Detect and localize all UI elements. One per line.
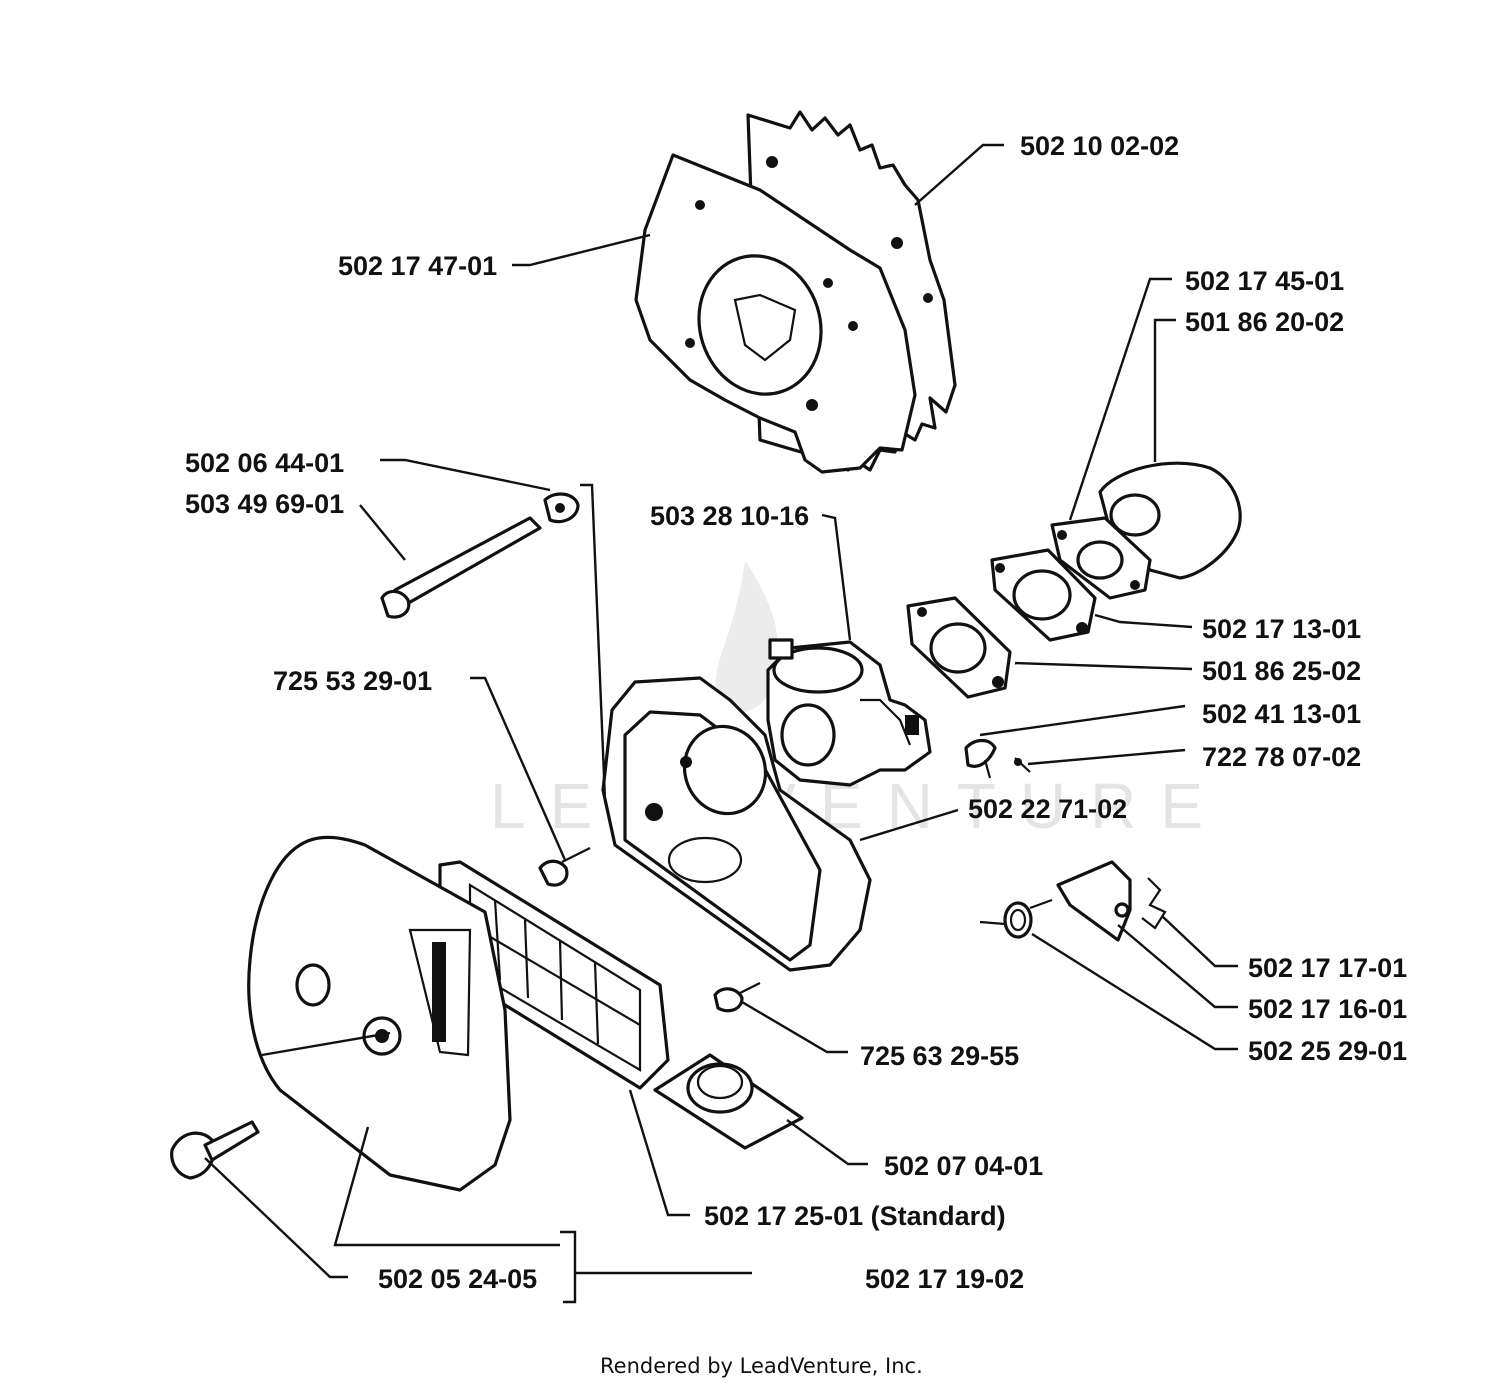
part-label-502-17-25-01: 502 17 25-01 (Standard) xyxy=(704,1201,1006,1231)
filter-cover-part xyxy=(247,835,512,1192)
part-label-725-63-29-55: 725 63 29-55 xyxy=(860,1041,1019,1071)
part-label-502-22-71-02: 502 22 71-02 xyxy=(968,794,1127,824)
carburetor-gasket-part xyxy=(906,596,1012,699)
stud-rod-part xyxy=(380,492,580,619)
small-screw-part xyxy=(1014,757,1031,773)
part-label-503-28-10-16: 503 28 10-16 xyxy=(650,501,809,531)
part-label-502-17-13-01: 502 17 13-01 xyxy=(1202,614,1361,644)
part-label-502-17-17-01: 502 17 17-01 xyxy=(1248,953,1407,983)
part-label-501-86-25-02: 501 86 25-02 xyxy=(1202,656,1361,686)
carburetor-part xyxy=(766,638,932,787)
choke-clip-part xyxy=(964,738,997,779)
lever-clip-part xyxy=(1141,877,1167,930)
part-label-502-41-13-01: 502 41 13-01 xyxy=(1202,699,1361,729)
leader-lines xyxy=(204,143,1238,1304)
cover-knob-part xyxy=(170,1120,260,1180)
part-label-503-49-69-01: 503 49 69-01 xyxy=(185,489,344,519)
part-label-502-25-29-01: 502 25 29-01 xyxy=(1248,1036,1407,1066)
part-label-502-05-24-05: 502 05 24-05 xyxy=(378,1264,537,1294)
part-label-502-07-04-01: 502 07 04-01 xyxy=(884,1151,1043,1181)
part-label-722-78-07-02: 722 78 07-02 xyxy=(1202,742,1361,772)
torsion-spring-part xyxy=(979,898,1053,939)
part-label-502-17-47-01: 502 17 47-01 xyxy=(338,251,497,281)
flange-gasket-part xyxy=(1050,516,1152,600)
part-label-501-86-20-02: 501 86 20-02 xyxy=(1185,307,1344,337)
insulator-part xyxy=(990,548,1097,642)
filter-screw-part xyxy=(713,982,761,1013)
housing-screw-part xyxy=(538,847,591,887)
part-label-502-17-16-01: 502 17 16-01 xyxy=(1248,994,1407,1024)
choke-lever-part xyxy=(1056,860,1132,942)
part-label-502-17-45-01: 502 17 45-01 xyxy=(1185,266,1344,296)
part-label-725-53-29-01: 725 53 29-01 xyxy=(273,666,432,696)
filter-housing-part xyxy=(601,676,872,972)
intake-boot-part xyxy=(653,1053,804,1150)
footer-credit: Rendered by LeadVenture, Inc. xyxy=(600,1354,923,1378)
cylinder-fin-plate-part xyxy=(634,110,957,474)
part-label-502-06-44-01: 502 06 44-01 xyxy=(185,448,344,478)
part-label-502-10-02-02: 502 10 02-02 xyxy=(1020,131,1179,161)
watermark-flame-icon xyxy=(715,560,779,713)
part-label-502-17-19-02: 502 17 19-02 xyxy=(865,1264,1024,1294)
